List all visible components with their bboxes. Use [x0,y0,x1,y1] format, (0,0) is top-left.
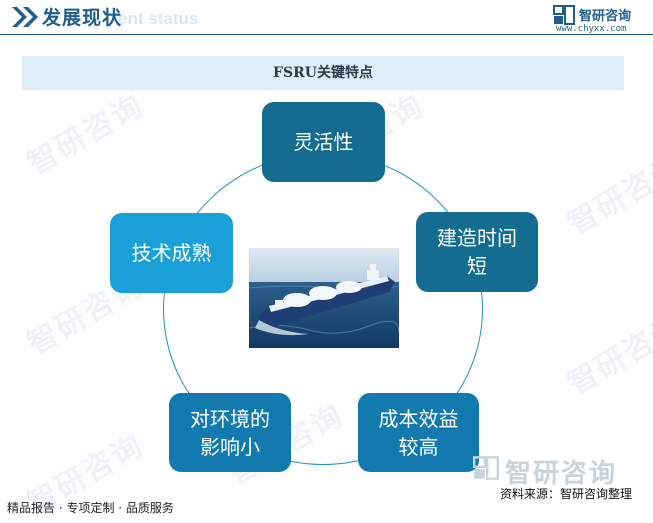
feature-low-env-impact-line1: 对环境的 [190,406,270,431]
feature-short-build-time-line1: 建造时间 [437,226,517,250]
watermark: 智研咨询 [561,307,653,403]
brand-logo-icon [553,5,575,25]
feature-mature-technology-label: 技术成熟 [131,241,212,265]
feature-flexibility: 灵活性 [262,102,385,182]
footer-logo-icon [473,456,499,480]
brand-name: 智研咨询 [579,9,632,24]
feature-mature-technology: 技术成熟 [110,213,233,293]
footer-slogan: 精品报告 · 专项定制 · 品质服务 [7,501,174,515]
title-banner: FSRU关键特点 [22,56,624,90]
watermark: 智研咨询 [21,87,150,183]
page-title: 发展现状 [42,7,123,29]
double-chevron-icon [12,7,38,27]
feature-flexibility-label: 灵活性 [293,130,354,154]
feature-cost-effective-line1: 成本效益 [378,406,459,431]
feature-low-env-impact: 对环境的 影响小 [169,393,291,472]
header-subtitle: ent status [118,9,199,28]
feature-short-build-time-line2: 短 [467,254,487,278]
feature-cost-effective-line2: 较高 [398,434,439,459]
feature-low-env-impact-line2: 影响小 [200,434,260,459]
watermark: 智研咨询 [561,147,653,243]
footer-source: 资料来源：智研咨询整理 [500,487,633,501]
feature-short-build-time: 建造时间 短 [416,212,538,292]
fsru-ship-image [249,248,399,348]
banner-title: FSRU关键特点 [273,65,373,81]
footer-brand-watermark: 智研咨询 [505,459,618,489]
header-divider [0,34,653,35]
brand-url[interactable]: www.chyxx.com [556,24,627,34]
page-header: ent status 发展现状 智研咨询 www.chyxx.com [0,0,653,40]
feature-cost-effective: 成本效益 较高 [358,393,479,472]
